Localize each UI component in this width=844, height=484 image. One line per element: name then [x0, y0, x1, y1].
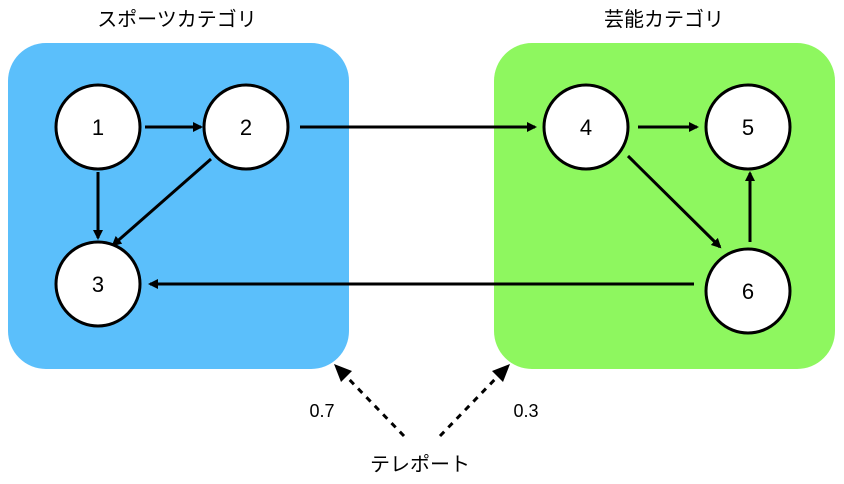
node-2-label: 2 — [240, 115, 252, 140]
node-4: 4 — [542, 83, 630, 171]
sports-category-box — [8, 43, 349, 369]
teleport-label: テレポート — [370, 452, 470, 476]
sports-category-title: スポーツカテゴリ — [97, 7, 257, 31]
edge-4-6 — [626, 154, 722, 249]
teleport-arrow-sports — [340, 370, 406, 438]
node-2: 2 — [202, 83, 290, 171]
node-3: 3 — [54, 240, 142, 328]
teleport-arrowhead-entertainment — [492, 364, 510, 382]
node-5-label: 5 — [742, 115, 754, 140]
node-1-label: 1 — [92, 115, 104, 140]
node-4-label: 4 — [580, 115, 592, 140]
node-3-label: 3 — [92, 272, 104, 297]
entertainment-category-title: 芸能カテゴリ — [604, 7, 724, 31]
teleport-arrow-entertainment — [438, 370, 504, 438]
edge-2-3 — [111, 157, 212, 247]
entertainment-category-box — [494, 43, 835, 369]
node-6-label: 6 — [742, 279, 754, 304]
node-5: 5 — [704, 83, 792, 171]
node-1: 1 — [54, 83, 142, 171]
node-6: 6 — [704, 247, 792, 335]
teleport-prob-sports: 0.7 — [309, 401, 334, 421]
teleport-prob-entertainment: 0.3 — [513, 401, 538, 421]
teleport-arrowhead-sports — [334, 364, 352, 382]
